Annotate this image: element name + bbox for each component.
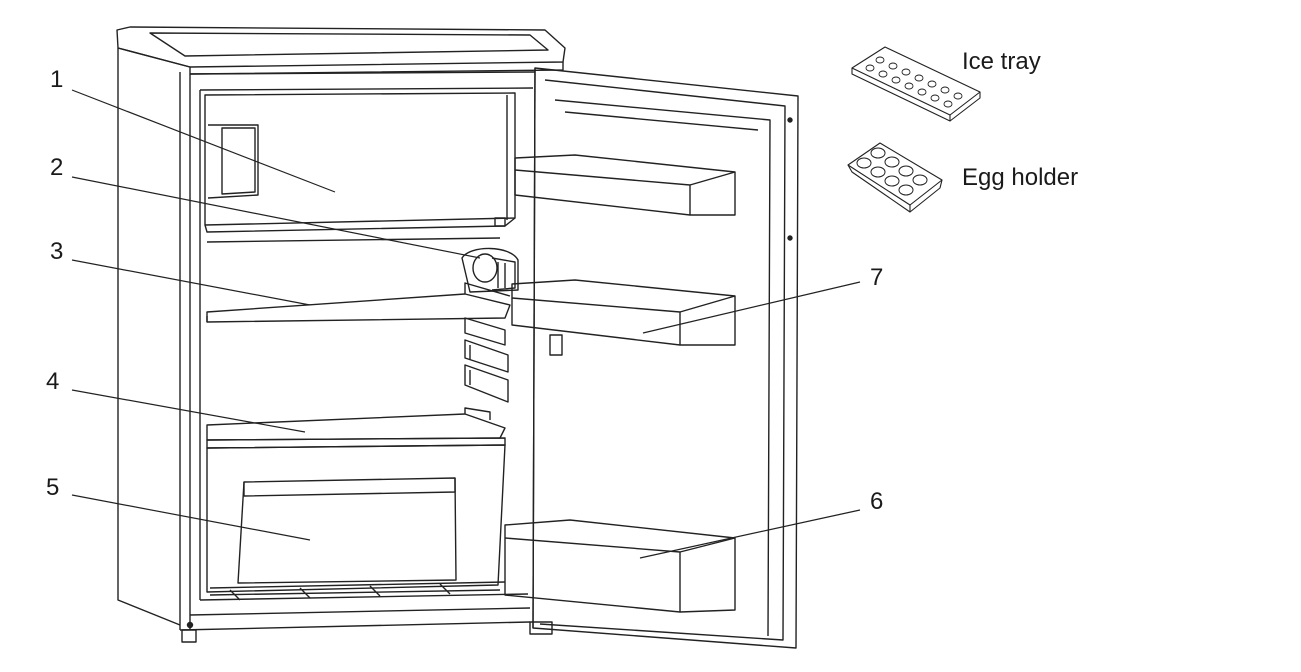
leader-lines — [71, 89, 861, 559]
thermostat-knob — [461, 247, 519, 293]
callout-3: 3 — [50, 238, 64, 265]
fridge-cabinet — [116, 26, 566, 643]
shelf-rails — [464, 317, 509, 403]
crisper-cover — [206, 407, 506, 449]
egg-holder-label: Egg holder — [962, 164, 1079, 191]
fridge-door — [532, 67, 799, 649]
callout-7: 7 — [870, 264, 884, 291]
ice-tray-icon — [851, 46, 981, 122]
callout-2: 2 — [50, 154, 64, 181]
ice-tray-label: Ice tray — [962, 48, 1041, 75]
freezer-compartment — [204, 92, 516, 233]
crisper-drawer — [206, 444, 506, 601]
callout-1: 1 — [50, 66, 64, 93]
glass-shelf — [206, 237, 511, 323]
egg-holder-icon — [847, 142, 943, 213]
door-balcony-top — [514, 154, 736, 216]
callout-6: 6 — [870, 488, 884, 515]
door-bottle-balcony — [504, 519, 736, 613]
callout-4: 4 — [46, 368, 60, 395]
callout-5: 5 — [46, 474, 60, 501]
door-balcony-middle — [511, 279, 736, 346]
